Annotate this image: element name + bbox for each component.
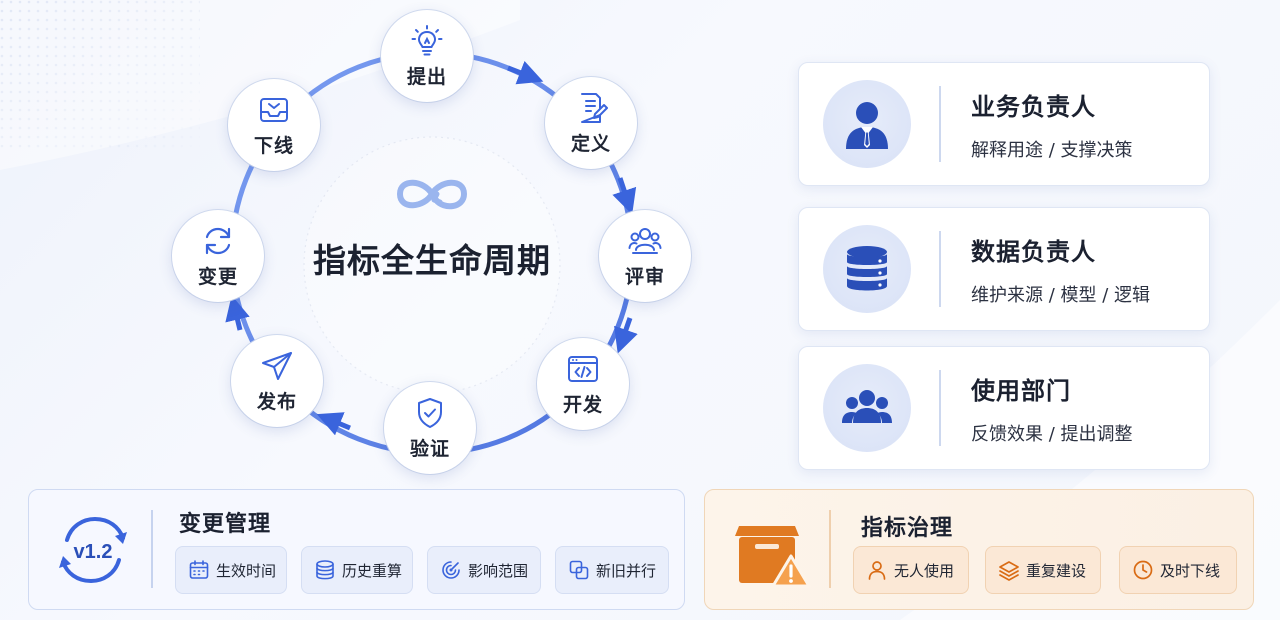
governance-panel: 指标治理 无人使用 重复建设 及时下线 <box>704 489 1254 610</box>
chip-label: 新旧并行 <box>596 561 657 580</box>
role-description: 解释用途 / 支撑决策 <box>971 139 1133 161</box>
role-card-business-owner: 业务负责人 解释用途 / 支撑决策 <box>798 62 1210 186</box>
ring-arrow <box>507 60 544 85</box>
document-edit-icon <box>581 92 608 123</box>
divider <box>939 86 941 162</box>
team-review-icon <box>628 227 662 254</box>
chip-timely-offline[interactable]: 及时下线 <box>1119 546 1237 594</box>
lifecycle-node-develop[interactable]: 开发 <box>537 338 629 430</box>
chip-label: 历史重算 <box>342 561 403 580</box>
role-description: 反馈效果 / 提出调整 <box>971 423 1133 445</box>
chip-duplicate-build[interactable]: 重复建设 <box>985 546 1101 594</box>
role-avatar <box>823 364 911 452</box>
chip-label: 生效时间 <box>216 561 277 580</box>
ring-arrow <box>612 177 637 215</box>
chip-effective-time[interactable]: 生效时间 <box>175 546 287 594</box>
role-title: 使用部门 <box>971 376 1071 405</box>
overlap-squares-icon <box>569 560 589 580</box>
lifecycle-node-offline[interactable]: 下线 <box>228 79 320 171</box>
clock-icon <box>1133 560 1153 580</box>
lifecycle-title: 指标全生命周期 <box>313 241 551 280</box>
database-stack-icon <box>316 560 334 580</box>
chip-label: 影响范围 <box>468 561 529 580</box>
chip-label: 无人使用 <box>894 561 955 580</box>
divider <box>829 510 831 588</box>
chip-label: 及时下线 <box>1160 561 1221 580</box>
lifecycle-node-propose[interactable]: 提出 <box>381 10 473 102</box>
chip-impact-scope[interactable]: 影响范围 <box>427 546 541 594</box>
node-label: 定义 <box>570 132 611 155</box>
node-label: 验证 <box>409 437 450 460</box>
shield-check-icon <box>418 397 442 428</box>
node-label: 变更 <box>197 265 238 288</box>
node-label: 下线 <box>253 134 294 157</box>
lifecycle-node-define[interactable]: 定义 <box>545 77 637 169</box>
chip-unused[interactable]: 无人使用 <box>853 546 969 594</box>
ring-arrow <box>316 412 351 436</box>
role-title: 数据负责人 <box>971 237 1096 266</box>
governance-title: 指标治理 <box>861 516 954 541</box>
code-window-icon <box>568 355 598 382</box>
lifecycle-node-change[interactable]: 变更 <box>172 210 264 302</box>
database-icon <box>847 246 887 291</box>
lifecycle-node-verify[interactable]: 验证 <box>384 382 476 474</box>
role-card-user-department: 使用部门 反馈效果 / 提出调整 <box>798 346 1210 470</box>
role-card-data-owner: 数据负责人 维护来源 / 模型 / 逻辑 <box>798 207 1210 331</box>
change-management-panel: v1.2 变更管理 生效时间 历史重算 <box>28 489 685 610</box>
layers-icon <box>999 561 1019 581</box>
node-label: 开发 <box>562 393 603 416</box>
radar-icon <box>442 561 460 579</box>
node-label: 评审 <box>624 265 665 288</box>
change-management-title: 变更管理 <box>179 512 272 537</box>
calendar-icon <box>189 560 209 579</box>
paper-plane-icon <box>262 351 292 380</box>
infinity-loop-icon <box>396 179 468 210</box>
node-label: 提出 <box>406 65 447 88</box>
refresh-icon <box>205 227 231 254</box>
ring-arrow <box>614 317 638 354</box>
role-avatar <box>823 225 911 313</box>
version-cycle-icon: v1.2 <box>59 516 127 584</box>
divider <box>939 370 941 446</box>
chip-parallel-run[interactable]: 新旧并行 <box>555 546 669 594</box>
chip-label: 重复建设 <box>1026 561 1087 580</box>
businessman-icon <box>846 102 888 149</box>
divider <box>939 231 941 307</box>
user-outline-icon <box>868 561 886 580</box>
version-label: v1.2 <box>74 541 113 563</box>
lifecycle-node-publish[interactable]: 发布 <box>231 335 323 427</box>
chip-history-recalc[interactable]: 历史重算 <box>301 546 413 594</box>
divider <box>151 510 153 588</box>
box-warning-icon <box>735 526 811 588</box>
role-description: 维护来源 / 模型 / 逻辑 <box>971 284 1151 306</box>
lightbulb-icon <box>411 24 443 55</box>
role-avatar <box>823 80 911 168</box>
role-title: 业务负责人 <box>971 92 1096 121</box>
inbox-tray-icon <box>260 97 288 122</box>
group-icon <box>842 390 892 423</box>
ring-arrow <box>225 295 250 331</box>
lifecycle-node-review[interactable]: 评审 <box>599 210 691 302</box>
node-label: 发布 <box>256 390 297 413</box>
